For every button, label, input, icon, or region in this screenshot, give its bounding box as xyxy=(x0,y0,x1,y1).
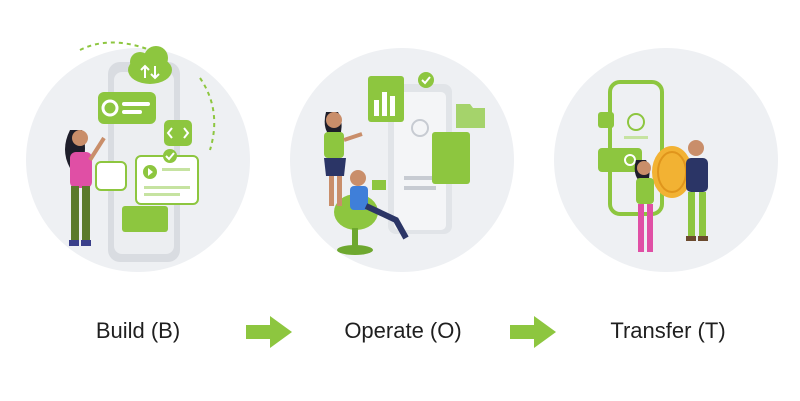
illustrations xyxy=(26,41,778,272)
arrow-right-icon xyxy=(246,316,292,348)
operate-screen-line xyxy=(404,186,436,190)
transfer-illustration xyxy=(554,48,778,272)
transfer-woman-figure xyxy=(634,160,654,252)
operate-screen-line xyxy=(404,176,436,180)
operate-standing-woman xyxy=(324,112,363,206)
operate-map-card xyxy=(432,132,470,184)
build-bottom-card xyxy=(122,206,168,232)
step-label-transfer: Transfer (T) xyxy=(610,318,726,343)
checkmark-icon xyxy=(418,72,434,88)
profile-icon xyxy=(627,113,645,131)
checkmark-icon xyxy=(163,149,177,163)
code-icon xyxy=(164,120,192,146)
build-ab-card xyxy=(95,161,127,191)
step-label-build: Build (B) xyxy=(95,318,181,343)
operate-device-screen xyxy=(394,92,446,230)
build-dashed-path xyxy=(79,41,216,151)
operate-illustration xyxy=(290,48,514,272)
operate-seated-man xyxy=(350,170,409,240)
transfer-man-figure xyxy=(686,140,708,241)
play-icon xyxy=(135,155,199,205)
build-illustration xyxy=(26,41,250,272)
arrow-right-icon xyxy=(510,316,556,348)
transfer-screen-line xyxy=(624,136,648,139)
chart-icon xyxy=(368,76,404,122)
build-woman-figure xyxy=(65,130,106,246)
folder-icon xyxy=(456,104,485,128)
gear-icon xyxy=(98,92,156,124)
step-label-operate: Operate (O) xyxy=(344,318,462,343)
gear-icon xyxy=(598,148,642,172)
transfer-small-card xyxy=(598,112,614,128)
profile-icon xyxy=(411,119,429,137)
cloud-sync-icon xyxy=(128,46,172,84)
